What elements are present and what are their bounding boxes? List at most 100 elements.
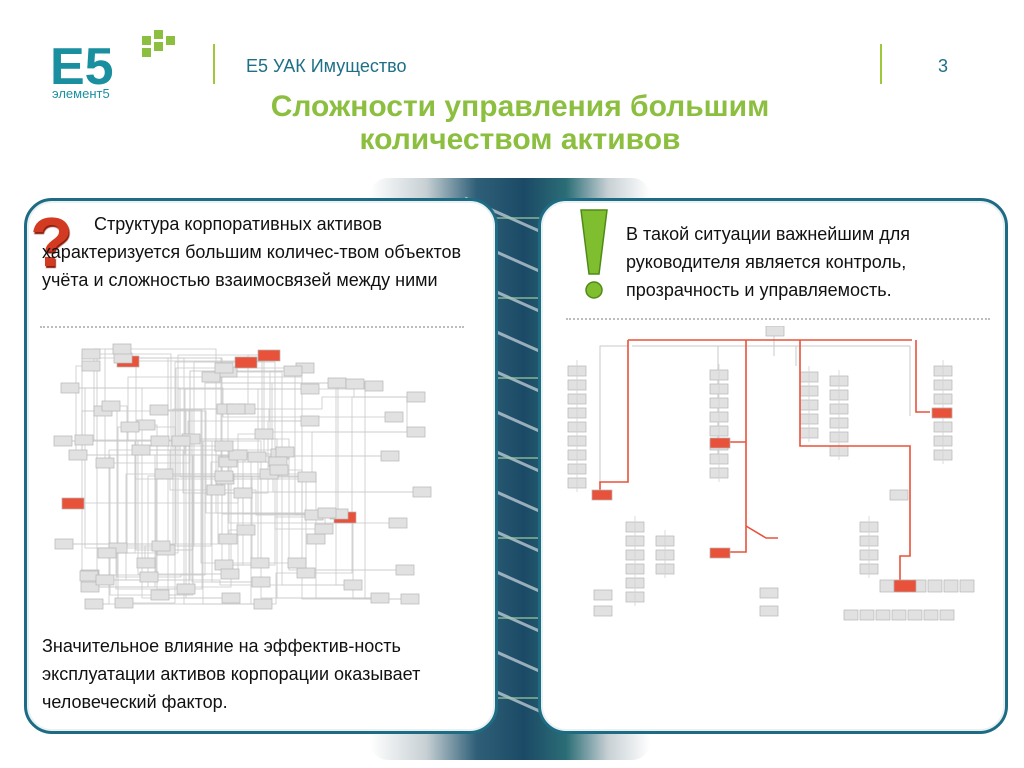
diagram-node: [155, 469, 173, 479]
diagram-node: [229, 450, 247, 460]
diagram-node: [760, 606, 778, 616]
diagram-node: [892, 610, 906, 620]
diagram-node: [307, 534, 325, 544]
diagram-node: [924, 610, 938, 620]
diagram-node: [928, 580, 942, 592]
diagram-node: [328, 378, 346, 388]
diagram-node-highlighted: [592, 490, 612, 500]
diagram-node: [944, 580, 958, 592]
diagram-link: [78, 411, 103, 455]
left-panel-bottom-text: Значительное влияние на эффектив-ность э…: [42, 632, 482, 716]
diagram-node: [371, 593, 389, 603]
diagram-node: [960, 580, 974, 592]
diagram-node: [385, 412, 403, 422]
diagram-node: [137, 420, 155, 430]
diagram-link: [64, 446, 224, 544]
page-number: 3: [938, 56, 948, 77]
diagram-node: [315, 524, 333, 534]
diagram-node: [113, 344, 131, 354]
diagram-node: [407, 427, 425, 437]
diagram-node: [132, 445, 150, 455]
diagram-highlight-link: [600, 340, 628, 490]
diagram-node: [248, 452, 266, 462]
diagram-node: [96, 575, 114, 585]
diagram-node: [75, 435, 93, 445]
header-divider-left: [213, 44, 215, 84]
logo-subtitle: элемент5: [52, 86, 110, 101]
diagram-node-highlighted: [932, 408, 952, 418]
diagram-link: [338, 384, 355, 514]
diagram-node: [140, 572, 158, 582]
slide-title: Сложности управления большим количеством…: [200, 90, 840, 156]
diagram-node: [85, 599, 103, 609]
diagram-node: [407, 392, 425, 402]
diagram-node: [844, 610, 858, 620]
diagram-node-highlighted: [258, 350, 280, 361]
diagram-node: [222, 593, 240, 603]
asset-diagram-structured: [560, 326, 990, 626]
diagram-node: [121, 422, 139, 432]
diagram-node: [96, 458, 114, 468]
diagram-node: [318, 508, 336, 518]
left-panel-top-text: Структура корпоративных активов характер…: [42, 210, 482, 294]
diagram-node: [594, 590, 612, 600]
diagram-node-highlighted: [710, 548, 730, 558]
diagram-node: [297, 568, 315, 578]
right-panel-top-text: В такой ситуации важнейшим для руководит…: [626, 220, 996, 304]
diagram-node: [252, 577, 270, 587]
diagram-node: [219, 534, 237, 544]
diagram-node: [908, 610, 922, 620]
diagram-node: [115, 598, 133, 608]
diagram-node: [401, 594, 419, 604]
diagram-node: [82, 349, 100, 359]
diagram-node: [298, 472, 316, 482]
exclamation-mark-icon: [575, 208, 615, 300]
diagram-link: [82, 354, 91, 587]
diagram-node: [760, 588, 778, 598]
diagram-node: [766, 326, 784, 336]
diagram-node: [61, 383, 79, 393]
diagram-link: [118, 427, 130, 603]
diagram-highlight-link: [728, 340, 746, 552]
diagram-node: [270, 465, 288, 475]
diagram-node: [234, 488, 252, 498]
diagram-link: [306, 397, 416, 573]
diagram-node: [215, 441, 233, 451]
diagram-node: [301, 416, 319, 426]
diagram-node: [80, 571, 98, 581]
diagram-node: [215, 560, 233, 570]
diagram-link: [160, 441, 263, 604]
diagram-node: [365, 381, 383, 391]
diagram-node: [152, 541, 170, 551]
diagram-node: [254, 599, 272, 609]
diagram-link: [246, 409, 310, 421]
diagram-node-highlighted: [894, 580, 916, 592]
diagram-link: [246, 397, 416, 409]
diagram-link: [149, 574, 230, 577]
app-title: Е5 УАК Имущество: [246, 56, 407, 77]
diagram-node: [215, 363, 233, 373]
diagram-node: [102, 401, 120, 411]
diagram-node: [594, 606, 612, 616]
diagram-node: [880, 580, 894, 592]
diagram-node: [227, 404, 245, 414]
asset-diagram-complex: [48, 340, 452, 620]
diagram-node: [413, 487, 431, 497]
diagram-node: [221, 569, 239, 579]
diagram-link: [336, 383, 353, 585]
diagram-node: [151, 436, 169, 446]
diagram-node: [177, 584, 195, 594]
diagram-node: [82, 361, 100, 371]
diagram-node: [346, 379, 364, 389]
diagram-node: [54, 436, 72, 446]
diagram-link: [64, 456, 390, 544]
diagram-node-highlighted: [62, 498, 84, 509]
diagram-node: [55, 539, 73, 549]
diagram-node: [215, 471, 233, 481]
diagram-node: [69, 450, 87, 460]
diagram-node-highlighted: [235, 357, 257, 368]
diagram-node: [151, 590, 169, 600]
diagram-node: [940, 610, 954, 620]
diagram-node: [137, 558, 155, 568]
diagram-node: [255, 429, 273, 439]
